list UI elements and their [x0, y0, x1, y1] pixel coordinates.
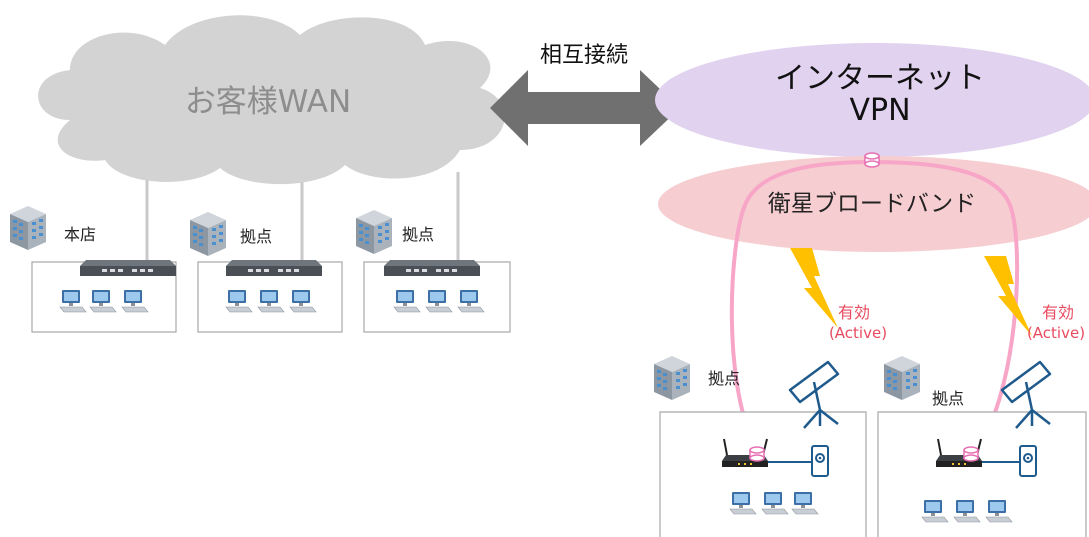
site-label: 拠点	[240, 227, 272, 246]
satellite-site-1: 拠点 有効 (Active)	[654, 248, 887, 537]
building-icon	[190, 212, 226, 256]
interconnect-arrow	[490, 70, 680, 146]
vpn-hub-endpoint-icon	[864, 152, 880, 168]
status-label-detail: (Active)	[1027, 324, 1085, 342]
site-label: 本店	[64, 225, 96, 244]
status-label: 有効	[838, 303, 870, 322]
lightning-icon	[984, 256, 1032, 336]
satellite-label: 衛星ブロードバンド	[768, 191, 976, 217]
building-icon	[654, 356, 690, 400]
satellite-site-2: 拠点 有効 (Active)	[877, 256, 1087, 537]
site-label: 拠点	[402, 225, 434, 244]
modem-icon	[811, 445, 829, 477]
building-icon	[356, 210, 392, 254]
wan-site-2: 拠点	[190, 212, 343, 333]
switch-icon	[226, 260, 322, 276]
wan-label: お客様WAN	[185, 84, 351, 120]
building-icon	[884, 356, 920, 400]
switch-icon	[80, 260, 176, 276]
vpn-ellipse	[655, 43, 1089, 157]
wan-site-3: 拠点	[356, 210, 511, 333]
status-label: 有効	[1042, 303, 1074, 322]
wan-drop-lines	[145, 172, 460, 262]
vpn-label-line2: VPN	[849, 93, 910, 128]
vpn-endpoint-icon	[963, 446, 979, 462]
vpn-endpoint-icon	[749, 446, 765, 462]
switch-icon	[384, 260, 480, 276]
site-label: 拠点	[932, 389, 964, 408]
wan-cloud: お客様WAN	[38, 15, 505, 185]
building-icon	[10, 206, 46, 250]
wan-site-1: 本店	[10, 206, 177, 333]
interconnect-label: 相互接続	[540, 43, 628, 68]
vpn-label-line1: インターネット	[775, 61, 985, 96]
lightning-icon	[790, 248, 838, 328]
modem-icon	[1019, 445, 1037, 477]
status-label-detail: (Active)	[829, 324, 887, 342]
site-label: 拠点	[708, 369, 740, 388]
